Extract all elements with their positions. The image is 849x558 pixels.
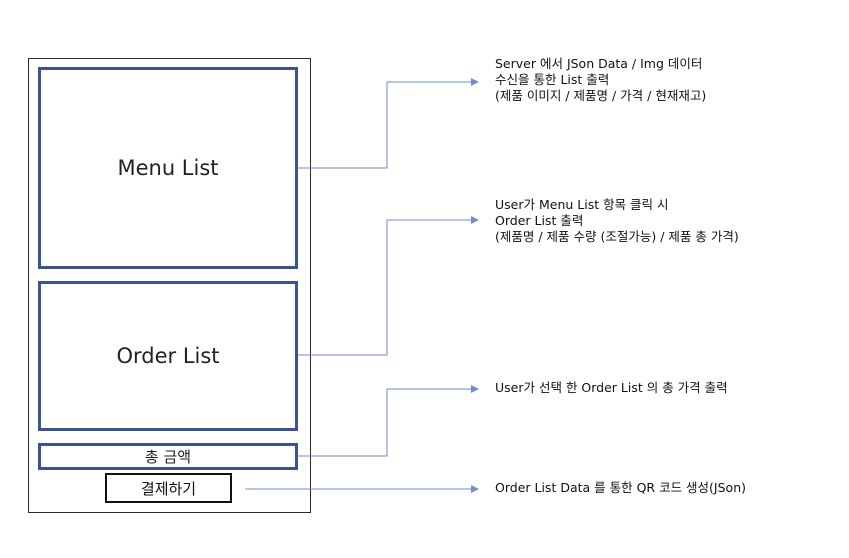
app-frame — [28, 58, 311, 513]
order-list-panel[interactable]: Order List — [38, 281, 298, 431]
annotation-line: Order List Data 를 통한 QR 코드 생성(JSon) — [495, 480, 747, 495]
menu-list-label: Menu List — [117, 156, 219, 180]
menu-list-panel[interactable]: Menu List — [38, 67, 298, 269]
annotation-line: 수신을 통한 List 출력 — [495, 72, 610, 87]
order-list-label: Order List — [116, 344, 220, 368]
annotation-total-amount: User가 선택 한 Order List 의 총 가격 출력 — [495, 380, 728, 396]
pay-button-label: 결제하기 — [140, 479, 197, 498]
annotation-line: (제품명 / 제품 수량 (조절가능) / 제품 총 가격) — [495, 229, 739, 244]
annotation-line: User가 선택 한 Order List 의 총 가격 출력 — [495, 380, 728, 395]
annotation-menu-list: Server 에서 JSon Data / Img 데이터 수신을 통한 Lis… — [495, 56, 706, 104]
connector-menu-list — [298, 78, 479, 169]
annotation-line: Order List 출력 — [495, 213, 584, 228]
annotation-line: (제품 이미지 / 제품명 / 가격 / 현재재고) — [495, 88, 707, 103]
connector-total-amount — [298, 385, 479, 457]
annotation-order-list: User가 Menu List 항목 클릭 시 Order List 출력 (제… — [495, 197, 739, 245]
annotation-line: Server 에서 JSon Data / Img 데이터 — [495, 56, 703, 71]
total-amount-label: 총 금액 — [144, 448, 192, 466]
annotation-line: User가 Menu List 항목 클릭 시 — [495, 197, 669, 212]
connector-order-list — [298, 216, 479, 356]
total-amount-panel: 총 금액 — [38, 443, 298, 470]
pay-button[interactable]: 결제하기 — [105, 473, 232, 503]
annotation-pay-button: Order List Data 를 통한 QR 코드 생성(JSon) — [495, 480, 746, 496]
